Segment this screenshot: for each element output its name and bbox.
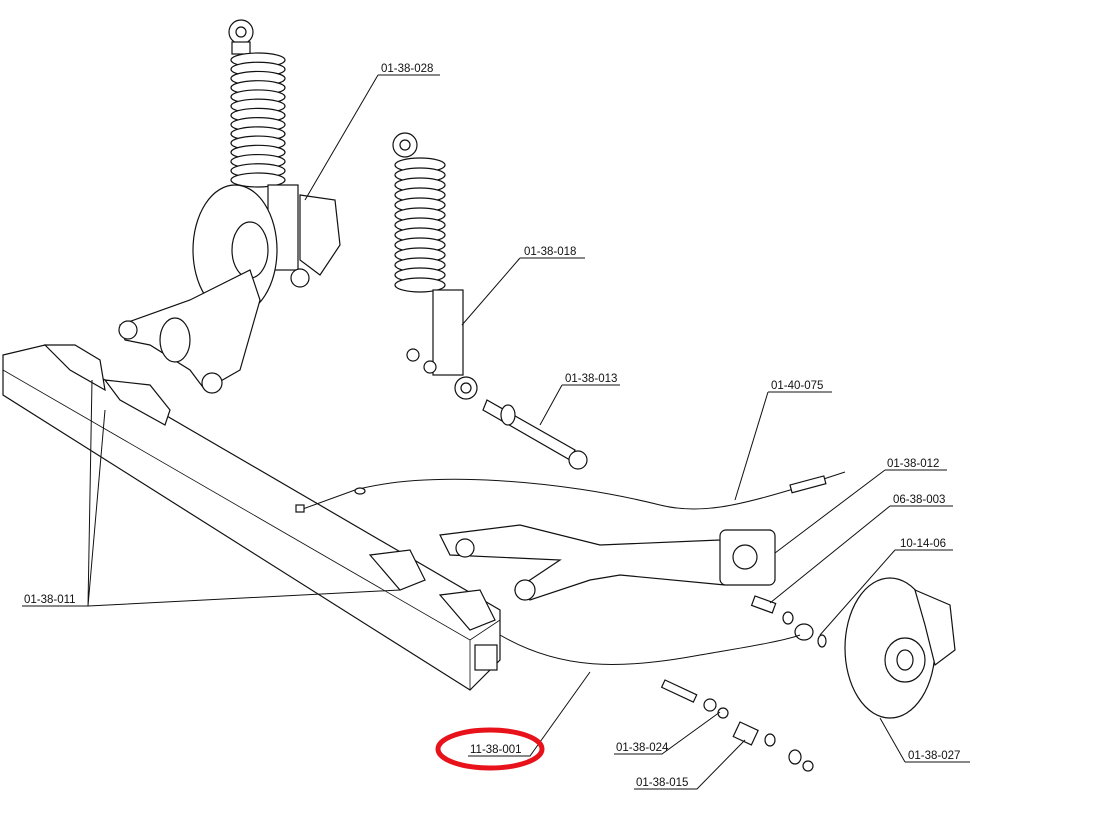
label-10-14-06: 10-14-06	[900, 538, 946, 550]
label-06-38-003: 06-38-003	[893, 494, 945, 506]
spring-coil	[394, 277, 446, 293]
label-11-38-001: 11-38-001	[470, 744, 522, 756]
bolt-nut-bushing-hardware	[660, 679, 814, 772]
brake-hose	[499, 634, 801, 666]
label-01-38-013: 01-38-013	[565, 373, 617, 385]
label-01-38-015: 01-38-015	[636, 777, 688, 789]
label-01-38-027: 01-38-027	[908, 750, 960, 762]
cross-beam	[2, 344, 501, 691]
label-01-38-011: 01-38-011	[24, 594, 76, 606]
label-01-38-012: 01-38-012	[887, 458, 939, 470]
brake-cable	[295, 471, 846, 513]
label-01-38-018: 01-38-018	[524, 246, 576, 258]
right-shock-absorber	[392, 132, 478, 400]
spring-coil	[230, 172, 286, 188]
label-01-40-075: 01-40-075	[771, 380, 823, 392]
brake-disc-hub	[844, 577, 956, 719]
highlight-circle	[435, 727, 545, 771]
left-wheel-hub-assembly	[118, 184, 341, 394]
trailing-arm	[439, 524, 776, 601]
hub-bolt-and-oring	[750, 595, 827, 648]
leader-lines	[22, 74, 970, 790]
label-01-38-024: 01-38-024	[616, 742, 669, 754]
shock-bolt	[482, 399, 588, 470]
left-shock-absorber	[228, 19, 310, 288]
label-01-38-028: 01-38-028	[381, 63, 433, 75]
